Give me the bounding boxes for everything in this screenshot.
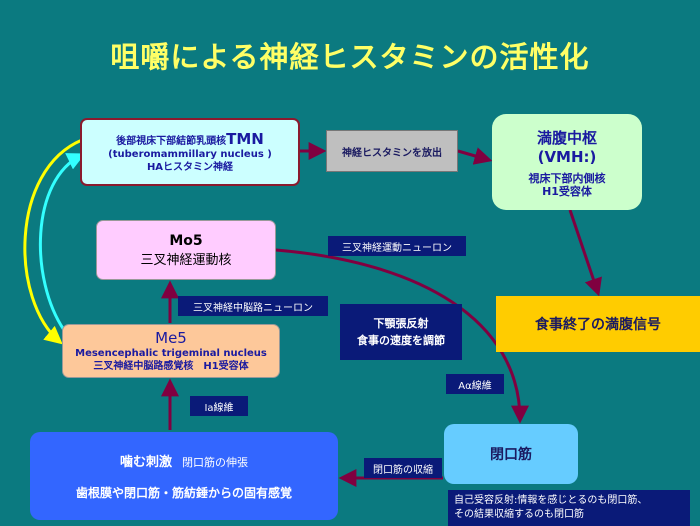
arrow-vmh-to-satiety	[568, 209, 602, 297]
stimulus-box: 噛む刺激閉口筋の伸張 歯根膜や閉口筋・筋紡錘からの固有感覚	[30, 432, 338, 520]
me5-line2: Mesencephalic trigeminal nucleus	[75, 348, 267, 359]
satiety-signal-box: 食事終了の満腹信号	[496, 296, 700, 352]
vmh-line2: (VMH:)	[537, 147, 597, 166]
stim-line2: 歯根膜や閉口筋・筋紡錘からの固有感覚	[75, 486, 292, 500]
selfrec-line1: 自己受容反射:情報を感じとるのも閉口筋、	[454, 495, 648, 506]
label-mesencephalic-neuron: 三叉神経中脳路ニューロン	[178, 296, 328, 316]
tmn-line2: (tuberomammillary nucleus )	[108, 149, 272, 160]
arrow-mo5-to-closer	[275, 248, 529, 424]
vmh-line1: 満腹中枢	[536, 128, 597, 147]
release-box: 神経ヒスタミンを放出	[326, 130, 458, 172]
tmn-line3: HAヒスタミン神経	[146, 162, 234, 173]
slide-title: 咀嚼による神経ヒスタミンの活性化	[110, 40, 590, 74]
label-contraction: 閉口筋の収縮	[364, 458, 442, 478]
mo5-box: Mo5 三叉神経運動核	[96, 220, 276, 280]
me5-line3: 三叉神経中脳路感覚核 H1受容体	[93, 361, 249, 372]
vmh-line4: H1受容体	[542, 184, 592, 198]
vmh-line3: 視床下部内側核	[528, 171, 606, 185]
arrow-cyan-loop	[38, 153, 86, 331]
vmh-box: 満腹中枢 (VMH:) 視床下部内側核 H1受容体	[492, 114, 642, 210]
tmn-box: 後部視床下部結節乳頭核TMN (tuberomammillary nucleus…	[80, 118, 300, 186]
tmn-line1: 後部視床下部結節乳頭核TMN	[116, 130, 264, 148]
mo5-line1: Mo5	[169, 232, 203, 249]
arrow-release-to-vmh	[457, 147, 493, 165]
label-a-alpha-fiber: Aα線維	[446, 374, 504, 394]
mo5-line2: 三叉神経運動核	[140, 252, 232, 268]
tmn-abbr: TMN	[226, 130, 264, 148]
stim-sub: 閉口筋の伸張	[182, 456, 248, 469]
self-receptive-reflex-box: 自己受容反射:情報を感じとるのも閉口筋、 その結果収縮するのも閉口筋	[448, 490, 690, 526]
stim-main: 噛む刺激	[119, 455, 172, 470]
closer-muscle-box: 閉口筋	[444, 424, 578, 484]
reflex-line2: 食事の速度を調節	[357, 334, 445, 347]
reflex-line1: 下顎張反射	[373, 317, 429, 330]
me5-box: Me5 Mesencephalic trigeminal nucleus 三叉神…	[62, 324, 280, 378]
tmn-prefix: 後部視床下部結節乳頭核	[116, 136, 227, 147]
me5-line1: Me5	[155, 329, 187, 347]
label-ia-fiber: Ⅰa線維	[190, 396, 248, 416]
selfrec-line2: その結果収縮するのも閉口筋	[454, 509, 584, 520]
jaw-reflex-box: 下顎張反射 食事の速度を調節	[340, 304, 462, 360]
arrow-yellow-loop	[23, 138, 83, 345]
label-motor-neuron: 三叉神経運動ニューロン	[328, 236, 466, 256]
stim-line1: 噛む刺激閉口筋の伸張	[120, 451, 248, 470]
